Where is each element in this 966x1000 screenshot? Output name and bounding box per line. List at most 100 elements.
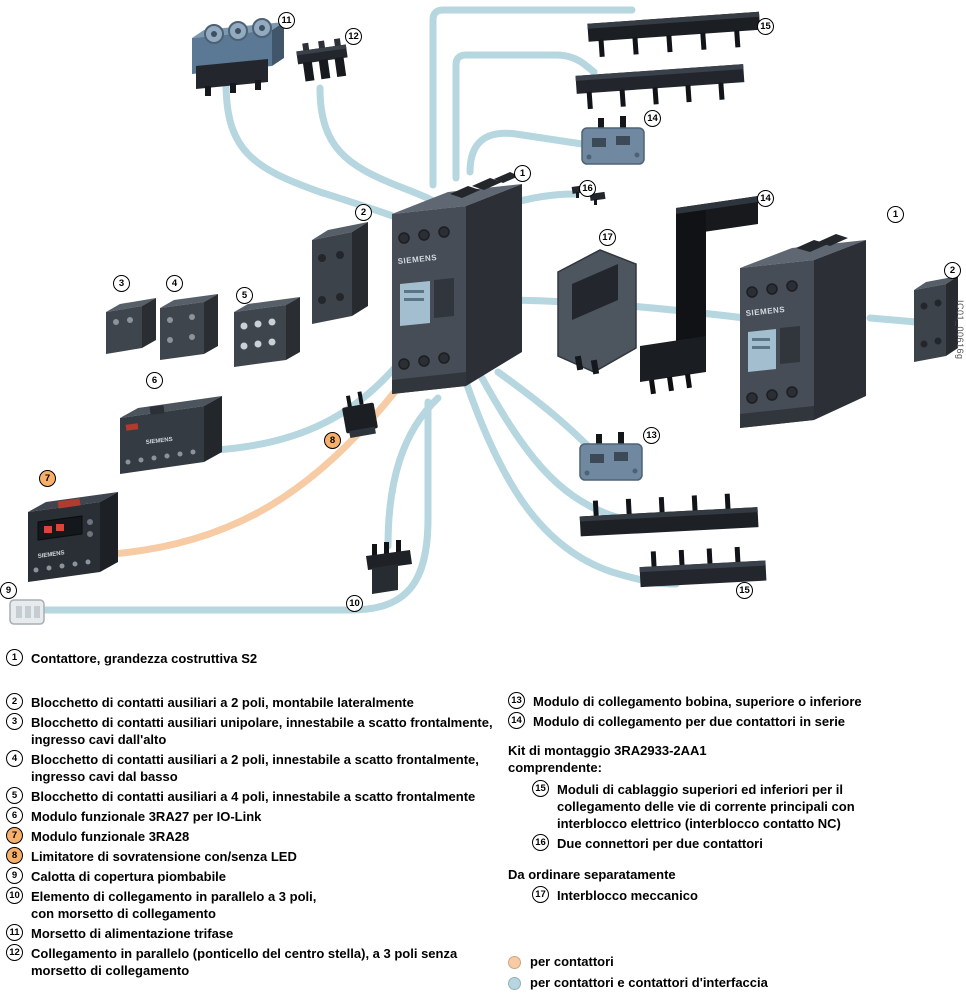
legend-16-text: Due connettori per due contattori — [557, 836, 763, 851]
callout-7-badge: 7 — [39, 470, 56, 487]
figure-id: IC01_00616g — [955, 300, 965, 360]
legend-16-badge: 16 — [532, 834, 549, 851]
color-key-contactors: per contattori — [508, 954, 960, 970]
legend-13-text: Modulo di collegamento bobina, superiore… — [533, 694, 862, 709]
legend-item-1: 1 Contattore, grandezza costruttiva S2 — [6, 649, 508, 667]
legend-item-5: 5 Blocchetto di contatti ausiliari a 4 p… — [6, 787, 508, 805]
legend-7-badge: 7 — [6, 827, 23, 844]
legend-item-17: 17 Interblocco meccanico — [532, 886, 960, 904]
legend-3-text: Blocchetto di contatti ausiliari unipola… — [31, 715, 493, 747]
legend-item-4: 4 Blocchetto di contatti ausiliari a 2 p… — [6, 750, 508, 785]
legend-6-text: Modulo funzionale 3RA27 per IO-Link — [31, 809, 262, 824]
legend-2-text: Blocchetto di contatti ausiliari a 2 pol… — [31, 695, 414, 710]
legend-item-11: 11 Morsetto di alimentazione trifase — [6, 924, 508, 942]
legend-item-7: 7 Modulo funzionale 3RA28 — [6, 827, 508, 845]
contactor-s2-right: SIEMENS — [740, 234, 866, 428]
coil-connection-module-bottom — [579, 432, 643, 481]
mechanical-interlock-plate — [557, 249, 637, 375]
legend-12-badge: 12 — [6, 944, 23, 961]
feeder-terminal-block — [192, 18, 284, 96]
callout-9-badge: 9 — [0, 582, 17, 599]
legend-14-badge: 14 — [508, 712, 525, 729]
callout-16-badge: 16 — [579, 180, 596, 197]
callout-8-badge: 8 — [324, 432, 341, 449]
legend-item-13: 13 Modulo di collegamento bobina, superi… — [508, 692, 960, 710]
wiring-module-rail-bottom-1 — [579, 493, 759, 537]
legend-15-text: Moduli di cablaggio superiori ed inferio… — [557, 782, 855, 831]
parallel-link-comb — [296, 38, 348, 82]
orange-dot-icon — [508, 955, 521, 969]
parallel-link-element — [366, 540, 412, 594]
aux-contact-block-1pole — [106, 298, 156, 354]
callout-13-badge: 13 — [643, 427, 660, 444]
legend-11-badge: 11 — [6, 924, 23, 941]
brand-label: SIEMENS — [146, 437, 174, 446]
callout-17-badge: 17 — [599, 229, 616, 246]
legend-10-badge: 10 — [6, 887, 23, 904]
callout-10-badge: 10 — [346, 595, 363, 612]
callout-15-bottom-badge: 15 — [736, 582, 753, 599]
series-connection-bracket — [640, 196, 758, 395]
legend-1-badge: 1 — [6, 649, 23, 666]
aux-contact-block-lateral-left — [312, 222, 368, 324]
callout-2-left-badge: 2 — [355, 204, 372, 221]
brand-label: SIEMENS — [745, 305, 785, 318]
orange-key-label: per contattori — [530, 954, 614, 969]
legend-item-10: 10 Elemento di collegamento in parallelo… — [6, 887, 508, 922]
callout-3-badge: 3 — [113, 275, 130, 292]
legend-9-badge: 9 — [6, 867, 23, 884]
legend-item-8: 8 Limitatore di sovratensione con/senza … — [6, 847, 508, 865]
callout-6-badge: 6 — [146, 372, 163, 389]
brand-label: SIEMENS — [397, 253, 437, 266]
brand-label: SIEMENS — [37, 550, 65, 560]
wiring-module-rail-top-2 — [575, 64, 745, 110]
callout-12-badge: 12 — [345, 28, 362, 45]
blue-dot-icon — [508, 976, 521, 990]
legend-4-text: Blocchetto di contatti ausiliari a 2 pol… — [31, 752, 479, 784]
legend-item-14: 14 Modulo di collegamento per due contat… — [508, 712, 960, 730]
color-key-interface-contactors: per contattori e contattori d'interfacci… — [508, 975, 960, 991]
legend-9-text: Calotta di copertura piombabile — [31, 869, 227, 884]
legend-item-2: 2 Blocchetto di contatti ausiliari a 2 p… — [6, 693, 508, 711]
legend-15-badge: 15 — [532, 780, 549, 797]
callout-4-badge: 4 — [166, 275, 183, 292]
wiring-module-rail-top-1 — [587, 11, 761, 57]
diagram-canvas: SIEMENS — [9, 6, 958, 625]
callout-2-right-badge: 2 — [944, 262, 961, 279]
legend-item-6: 6 Modulo funzionale 3RA27 per IO-Link — [6, 807, 508, 825]
legend-item-16: 16 Due connettori per due contattori — [532, 834, 960, 852]
legend-4-badge: 4 — [6, 750, 23, 767]
legend-17-text: Interblocco meccanico — [557, 888, 698, 903]
legend-10-text: Elemento di collegamento in parallelo a … — [31, 889, 317, 921]
blue-key-label: per contattori e contattori d'interfacci… — [530, 975, 768, 990]
kit-subtitle: comprendente: — [508, 760, 602, 775]
legend-17-badge: 17 — [532, 886, 549, 903]
legend-item-9: 9 Calotta di copertura piombabile — [6, 867, 508, 885]
legend-6-badge: 6 — [6, 807, 23, 824]
wiring-module-rail-bottom-2 — [639, 546, 767, 588]
legend-1-text: Contattore, grandezza costruttiva S2 — [31, 651, 258, 666]
legend-3-badge: 3 — [6, 713, 23, 730]
function-module-3ra28: SIEMENS — [28, 492, 118, 582]
legend-item-15: 15 Moduli di cablaggio superiori ed infe… — [532, 780, 960, 832]
legend-item-3: 3 Blocchetto di contatti ausiliari unipo… — [6, 713, 508, 748]
callout-14-top-badge: 14 — [644, 110, 661, 127]
surge-suppressor — [342, 391, 378, 438]
legend-5-text: Blocchetto di contatti ausiliari a 4 pol… — [31, 789, 476, 804]
legend-left-column: 1 Contattore, grandezza costruttiva S2 2… — [6, 649, 508, 996]
aux-contact-block-lateral-right — [914, 276, 958, 362]
legend-right-column: 13 Modulo di collegamento bobina, superi… — [508, 649, 960, 996]
callout-1-main-badge: 1 — [514, 165, 531, 182]
legend-8-badge: 8 — [6, 847, 23, 864]
callout-14-right-badge: 14 — [757, 190, 774, 207]
legend-11-text: Morsetto di alimentazione trifase — [31, 926, 234, 941]
kit-title: Kit di montaggio 3RA2933-2AA1 — [508, 743, 707, 758]
callout-1-right-badge: 1 — [887, 206, 904, 223]
color-key: per contattori per contattori e contatto… — [508, 954, 960, 991]
exploded-view-diagram: SIEMENS — [0, 6, 965, 625]
callout-11-badge: 11 — [278, 12, 295, 29]
legend-8-text: Limitatore di sovratensione con/senza LE… — [31, 849, 297, 864]
sealable-cover-cap — [9, 599, 45, 625]
legend-2-badge: 2 — [6, 693, 23, 710]
legend-5-badge: 5 — [6, 787, 23, 804]
